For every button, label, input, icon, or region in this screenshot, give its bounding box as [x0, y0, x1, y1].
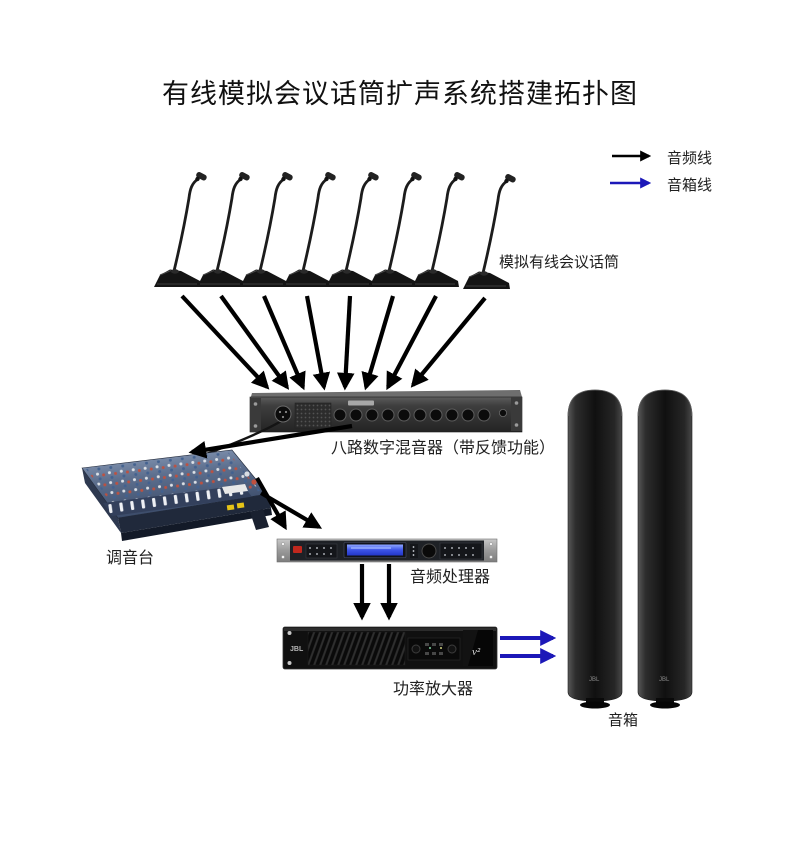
speaker-column-right: JBL	[637, 389, 693, 709]
power-amplifier-device: JBL v²	[282, 626, 498, 670]
conference-microphone	[412, 171, 466, 287]
conference-microphone	[369, 171, 423, 287]
mixer-rack-label: 八路数字混音器（带反馈功能）	[331, 440, 556, 457]
speakers-label: 音箱	[608, 713, 639, 729]
legend-speaker-line-label: 音箱线	[667, 178, 713, 194]
processor-logo-icon	[293, 546, 302, 553]
audio-line-arrow	[262, 295, 306, 391]
conference-microphone	[240, 171, 294, 287]
page-title: 有线模拟会议话筒扩声系统搭建拓扑图	[162, 79, 638, 109]
audio-line-arrow	[180, 294, 270, 390]
processor-label: 音频处理器	[410, 569, 491, 586]
audio-line-arrow	[361, 295, 396, 391]
amplifier-series-text: v²	[472, 646, 481, 658]
xlr-connector-icon	[274, 405, 292, 423]
conference-microphone	[154, 171, 208, 287]
speaker-line-arrows	[500, 630, 557, 664]
legend-audio-line-label: 音频线	[667, 151, 713, 167]
conference-microphone	[326, 171, 380, 287]
microphone-row	[154, 171, 517, 289]
conference-microphone	[283, 171, 337, 287]
audio-line-arrow	[410, 296, 487, 388]
legend-arrows	[610, 150, 652, 189]
audio-processor-device	[276, 538, 498, 563]
amplifier-brand-text: JBL	[290, 646, 304, 653]
vent-grille	[294, 402, 332, 429]
lcd-display	[347, 544, 403, 556]
audio-line-arrow	[219, 294, 290, 390]
audio-line-arrows	[180, 294, 487, 621]
audio-line-arrow	[336, 295, 355, 391]
amp-vent-grille	[307, 631, 406, 666]
audio-line-arrow	[255, 476, 287, 531]
audio-line-arrow	[386, 295, 438, 391]
conference-microphone	[197, 171, 251, 287]
speaker-brand-text: JBL	[659, 677, 670, 683]
audio-line-arrow	[259, 491, 323, 529]
audio-line-arrow	[188, 423, 353, 459]
mixing-console-device	[81, 449, 272, 541]
amplifier-label: 功率放大器	[393, 681, 474, 698]
brand-plate	[348, 400, 374, 406]
audio-line-arrow	[304, 295, 331, 391]
mixer-rack-device	[197, 390, 523, 459]
processor-knob	[421, 543, 437, 559]
speaker-column-left: JBL	[567, 389, 623, 709]
xlr-connector-row	[333, 408, 491, 422]
console-label: 调音台	[106, 550, 155, 567]
microphones-label: 模拟有线会议话筒	[499, 255, 620, 271]
speaker-brand-text: JBL	[589, 677, 600, 683]
